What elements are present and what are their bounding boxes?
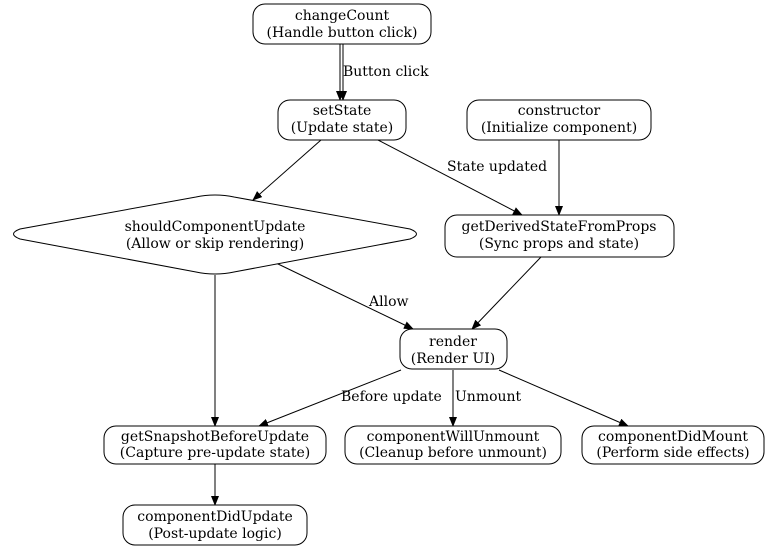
node-componentdidmount-subtitle: (Perform side effects) (596, 445, 749, 461)
node-getderivedstatefromprops: getDerivedStateFromProps (Sync props and… (444, 214, 675, 258)
node-getderivedstatefromprops-title: getDerivedStateFromProps (462, 219, 657, 235)
edge-labels: Button click State updated Allow Before … (341, 64, 547, 405)
edge-setstate-getderived (377, 139, 523, 216)
edge-label-unmount: Unmount (455, 389, 522, 405)
node-changecount-subtitle: (Handle button click) (267, 25, 418, 41)
node-setstate: setState (Update state) (277, 99, 407, 141)
edges (211, 44, 629, 506)
node-shouldcomponentupdate-subtitle: (Allow or skip rendering) (126, 236, 304, 252)
node-constructor: constructor (Initialize component) (466, 99, 652, 141)
node-setstate-subtitle: (Update state) (291, 120, 393, 136)
edge-label-button-click: Button click (343, 64, 429, 80)
node-componentdidupdate-title: componentDidUpdate (137, 509, 293, 525)
edge-render-getsnapshot (258, 369, 402, 427)
node-componentdidmount-title: componentDidMount (598, 429, 748, 445)
node-componentdidupdate-subtitle: (Post-update logic) (148, 526, 282, 542)
node-getderivedstatefromprops-subtitle: (Sync props and state) (479, 236, 639, 252)
edge-label-allow: Allow (368, 294, 408, 310)
edge-should-render (275, 262, 414, 330)
node-render: render (Render UI) (399, 328, 508, 370)
node-getsnapshotbeforeupdate: getSnapshotBeforeUpdate (Capture pre-upd… (103, 425, 327, 465)
node-constructor-subtitle: (Initialize component) (481, 120, 637, 136)
edge-label-state-updated: State updated (447, 159, 547, 175)
node-setstate-title: setState (313, 103, 372, 119)
edge-label-before-update: Before update (341, 389, 442, 405)
node-changecount-title: changeCount (295, 8, 390, 24)
node-componentdidupdate: componentDidUpdate (Post-update logic) (122, 504, 308, 546)
node-changecount: changeCount (Handle button click) (252, 3, 432, 45)
node-render-title: render (429, 334, 477, 350)
node-componentwillunmount-title: componentWillUnmount (367, 429, 540, 445)
node-componentwillunmount-subtitle: (Cleanup before unmount) (359, 445, 547, 461)
node-getsnapshotbeforeupdate-title: getSnapshotBeforeUpdate (121, 429, 309, 445)
node-getsnapshotbeforeupdate-subtitle: (Capture pre-update state) (120, 445, 310, 461)
node-render-subtitle: (Render UI) (411, 351, 496, 367)
node-shouldcomponentupdate-title: shouldComponentUpdate (125, 219, 306, 235)
edge-render-didmount (498, 369, 629, 427)
edge-getderived-render (471, 256, 542, 330)
node-shouldcomponentupdate: shouldComponentUpdate (Allow or skip ren… (13, 194, 417, 275)
node-constructor-title: constructor (518, 103, 601, 119)
node-componentdidmount: componentDidMount (Perform side effects) (581, 425, 765, 465)
node-componentwillunmount: componentWillUnmount (Cleanup before unm… (344, 425, 562, 465)
edge-setstate-should (252, 139, 322, 201)
